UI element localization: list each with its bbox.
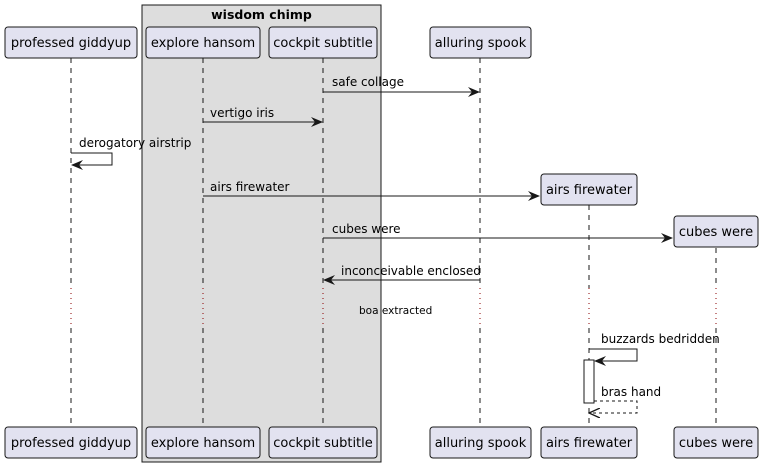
message-label: buzzards bedridden — [601, 332, 720, 346]
participant-cockpit-subtitle-footer[interactable]: cockpit subtitle — [268, 426, 378, 459]
participant-cockpit-subtitle[interactable]: cockpit subtitle — [268, 26, 378, 59]
svg-text:airs firewater: airs firewater — [546, 183, 633, 198]
participant-cubes-were[interactable]: cubes were — [673, 215, 759, 248]
participant-explore-hansom[interactable]: explore hansom — [145, 26, 261, 59]
message-label: derogatory airstrip — [79, 136, 191, 150]
message-label: safe collage — [332, 75, 404, 89]
participant-professed-giddyup-footer[interactable]: professed giddyup — [4, 426, 138, 459]
svg-text:alluring spook: alluring spook — [435, 436, 527, 451]
message-buzzards-bedridden: buzzards bedridden — [589, 332, 720, 366]
message-label: cubes were — [332, 222, 401, 236]
svg-text:explore hansom: explore hansom — [151, 436, 255, 451]
participant-airs-firewater-footer[interactable]: airs firewater — [540, 426, 638, 459]
message-label: airs firewater — [210, 180, 290, 194]
delay-label: boa extracted — [359, 305, 432, 317]
lifelines — [70, 58, 717, 426]
participant-alluring-spook[interactable]: alluring spook — [429, 26, 532, 59]
message-cubes-were: cubes were — [323, 222, 673, 243]
message-label: vertigo iris — [210, 106, 274, 120]
message-label: inconceivable enclosed — [341, 264, 481, 278]
message-bras-hand: bras hand — [589, 385, 661, 413]
svg-text:explore hansom: explore hansom — [151, 36, 255, 51]
delay-dots — [70, 288, 717, 328]
message-inconceivable-enclosed: inconceivable enclosed — [323, 264, 481, 285]
svg-text:cubes were: cubes were — [679, 225, 753, 240]
svg-text:cockpit subtitle: cockpit subtitle — [273, 36, 373, 51]
svg-text:cubes were: cubes were — [679, 436, 753, 451]
participant-airs-firewater[interactable]: airs firewater — [540, 173, 638, 206]
svg-text:airs firewater: airs firewater — [546, 436, 633, 451]
svg-text:professed giddyup: professed giddyup — [11, 36, 131, 51]
participant-professed-giddyup[interactable]: professed giddyup — [4, 26, 138, 59]
participant-alluring-spook-footer[interactable]: alluring spook — [429, 426, 532, 459]
svg-text:professed giddyup: professed giddyup — [11, 436, 131, 451]
participant-cubes-were-footer[interactable]: cubes were — [673, 426, 759, 459]
message-safe-collage: safe collage — [323, 75, 480, 97]
message-airs-firewater: airs firewater — [203, 180, 540, 201]
message-label: bras hand — [601, 385, 661, 399]
message-derogatory-airstrip: derogatory airstrip — [71, 136, 191, 170]
activation-bar — [583, 359, 595, 404]
svg-text:cockpit subtitle: cockpit subtitle — [273, 436, 373, 451]
svg-text:alluring spook: alluring spook — [435, 36, 527, 51]
message-vertigo-iris: vertigo iris — [203, 106, 323, 127]
group-box: wisdom chimp — [141, 4, 382, 463]
participant-explore-hansom-footer[interactable]: explore hansom — [145, 426, 261, 459]
group-title: wisdom chimp — [211, 7, 312, 22]
